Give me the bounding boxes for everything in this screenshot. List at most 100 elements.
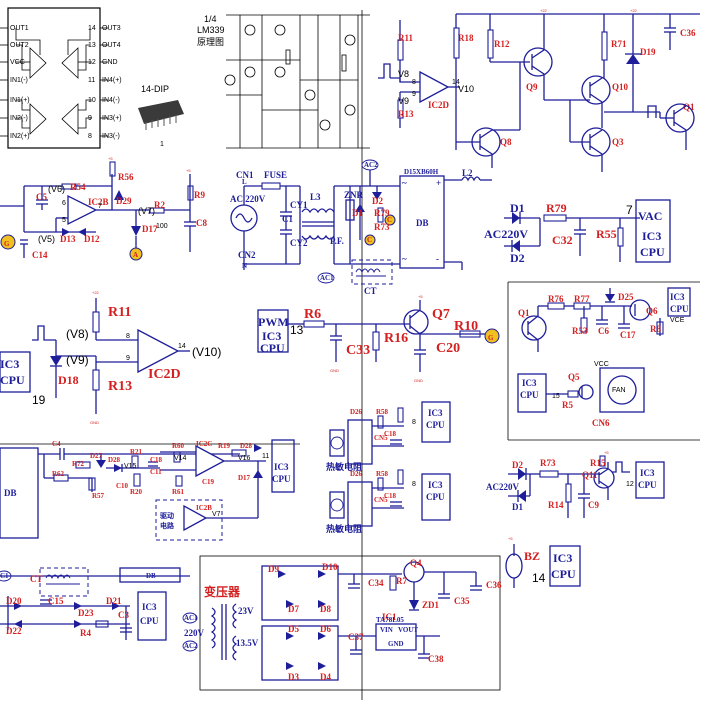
pwm-box-text: IC3 bbox=[262, 329, 281, 343]
component-label: D19 bbox=[640, 47, 656, 57]
component-label: C8 bbox=[196, 218, 207, 228]
lm339-pin-label: IN3(+) bbox=[102, 115, 122, 122]
vcc-label: VCC bbox=[594, 361, 609, 368]
component-label: C33 bbox=[346, 343, 370, 358]
fan-label: FAN bbox=[612, 387, 626, 394]
component-label: Q10 bbox=[612, 82, 629, 92]
pin-number: 14 bbox=[178, 343, 186, 350]
ground-label: GND bbox=[330, 368, 339, 373]
component-label: R11 bbox=[398, 33, 414, 43]
component-label: R2 bbox=[154, 200, 165, 210]
component-label: CN5 bbox=[374, 496, 388, 504]
node-label: (V9) bbox=[66, 353, 89, 367]
lm339-pin-label: VCC bbox=[10, 59, 25, 66]
component-label: R77 bbox=[574, 294, 590, 304]
package-num: 1 bbox=[160, 141, 164, 148]
power-input-section: C C AC2 AC1 DB ~ ~ + - CN1 FUSE AC 220V … bbox=[230, 159, 492, 296]
component-label: R58 bbox=[376, 470, 389, 478]
ic1-part: TA78L05 bbox=[376, 616, 404, 624]
component-label: D4 bbox=[320, 672, 331, 682]
component-label: CN5 bbox=[374, 434, 388, 442]
drive-circuit-note: 驱动 bbox=[160, 511, 174, 520]
pin-number: 8 bbox=[412, 79, 416, 86]
component-label: CN2 bbox=[238, 250, 256, 260]
component-label: R71 bbox=[611, 39, 627, 49]
fan-driver-section: IC3 CPU VCE R76 R77 D25 Q6 R53 C6 C17 R8… bbox=[507, 281, 700, 440]
component-label: FUSE bbox=[264, 170, 287, 180]
component-label: CY2 bbox=[290, 238, 308, 248]
supply-label: +5 bbox=[508, 536, 513, 541]
node-label: (V8) bbox=[66, 327, 89, 341]
cpu-box-text: IC3 bbox=[428, 408, 443, 418]
supply-label: +22 bbox=[630, 8, 638, 13]
vac-detect-section: VAC IC3 CPU 7 D1 R79 C32 R55 D2 AC220V bbox=[484, 199, 671, 265]
pin-number: 19 bbox=[32, 393, 46, 407]
lm339-pin-label: IN1(+) bbox=[10, 97, 30, 104]
ic2b-section: A G (V6) (V5) (V7) R54 R56 C5 IC2B D29 R… bbox=[0, 156, 207, 261]
cpu-box-text: CPU bbox=[520, 390, 539, 400]
component-label: D28 bbox=[240, 442, 253, 450]
component-label: D22 bbox=[6, 626, 22, 636]
component-label: CN6 bbox=[592, 418, 610, 428]
node-marker: A bbox=[133, 251, 138, 259]
component-label: ZNR bbox=[344, 190, 364, 200]
node-marker: C bbox=[387, 216, 392, 224]
lm339-pin-label: IN2(-) bbox=[10, 115, 28, 122]
cpu-box-text: CPU bbox=[140, 616, 159, 626]
component-label: D10 bbox=[322, 562, 338, 572]
component-label: C18 bbox=[384, 492, 397, 500]
ground-label: GND bbox=[90, 420, 99, 425]
component-label: D13 bbox=[60, 234, 76, 244]
component-label: C38 bbox=[428, 654, 444, 664]
node-label: V16 bbox=[238, 455, 251, 462]
component-label: R79 bbox=[374, 208, 390, 218]
ic1-pin: VOUT bbox=[398, 626, 418, 634]
component-label: Q3 bbox=[612, 137, 624, 147]
component-label: C37 bbox=[348, 632, 364, 642]
component-label: C18 bbox=[384, 430, 397, 438]
component-label: R79 bbox=[546, 201, 567, 215]
buzzer-section: +5 BZ 14 IC3 CPU bbox=[505, 536, 581, 588]
db-label: DB bbox=[146, 572, 156, 580]
component-label: D21 bbox=[106, 596, 122, 606]
component-label: C9 bbox=[588, 500, 599, 510]
node-marker: C bbox=[367, 236, 372, 244]
connector-label: AC2 bbox=[364, 161, 378, 169]
db-label: DB bbox=[4, 488, 17, 498]
component-label: R53 bbox=[572, 326, 588, 336]
component-label: R8 bbox=[650, 324, 661, 334]
component-label: D17 bbox=[142, 224, 158, 234]
big-comparator-section: IC3 CPU 19 R11 R13 D18 IC2D (V8) (V9) (V… bbox=[0, 290, 221, 425]
ct-section: C1 DB IC3 CPU CT C15 D20 D22 D23 R4 D21 … bbox=[0, 567, 190, 641]
cpu-box-text: CPU bbox=[426, 492, 445, 502]
component-label: L2 bbox=[462, 168, 473, 178]
component-label: C36 bbox=[680, 28, 696, 38]
lm339-pin-number: 10 bbox=[88, 97, 96, 104]
node-label: (V10) bbox=[192, 345, 221, 359]
component-label: CY1 bbox=[290, 200, 308, 210]
pin-number: 11 bbox=[262, 453, 269, 460]
ic1-pin: VIN bbox=[380, 626, 393, 634]
pin-number: 12 bbox=[626, 481, 634, 488]
voltage-label: 13.5V bbox=[236, 638, 259, 648]
pwm-box-text: PWM bbox=[258, 315, 289, 329]
component-label: Q6 bbox=[646, 306, 658, 316]
pin-number: 5 bbox=[62, 217, 66, 224]
pin-number: 7 bbox=[626, 203, 633, 217]
component-label: C32 bbox=[552, 233, 573, 247]
component-label: R16 bbox=[384, 331, 408, 346]
lm339-pin-number: 12 bbox=[88, 59, 96, 66]
component-label: L3 bbox=[310, 192, 321, 202]
node-marker: G bbox=[4, 240, 10, 248]
component-label: D20 bbox=[6, 596, 22, 606]
db-left-section: DB IC3 CPU 11 驱动 电路 bbox=[0, 439, 300, 541]
component-label: R73 bbox=[374, 222, 390, 232]
ic1-pin: GND bbox=[388, 640, 404, 648]
package-label: 14-DIP bbox=[141, 84, 169, 94]
component-label: C6 bbox=[598, 326, 609, 336]
component-label: R21 bbox=[130, 448, 143, 456]
cpu-box-text: IC3 bbox=[0, 357, 19, 371]
cpu-box-text: IC3 bbox=[640, 468, 655, 478]
connector-label: AC2 bbox=[184, 642, 198, 650]
component-label: R55 bbox=[596, 227, 617, 241]
